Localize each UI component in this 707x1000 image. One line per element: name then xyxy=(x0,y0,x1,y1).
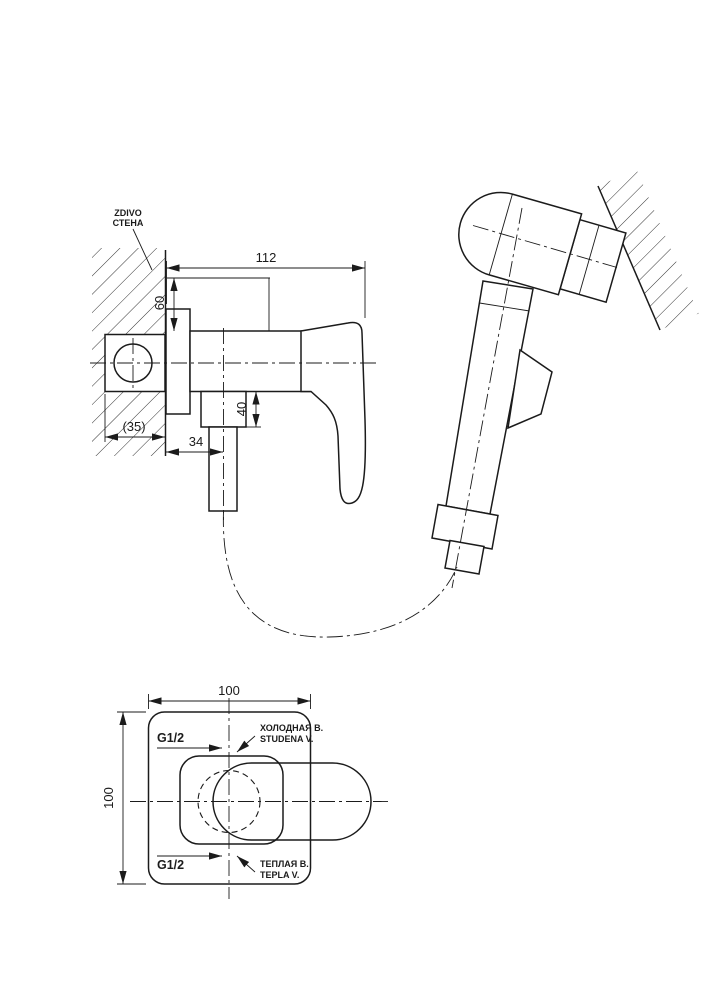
escutcheon-plate xyxy=(165,308,191,415)
dim-34-text: 34 xyxy=(189,434,203,449)
front-plate xyxy=(147,711,312,885)
cold-label-line2: STUDENA V. xyxy=(260,734,313,744)
dim-40-text: 40 xyxy=(234,402,249,416)
shower-axis-centerline xyxy=(451,207,523,589)
right-wall-face-line xyxy=(597,185,661,331)
shower-hose-centerline xyxy=(223,510,458,638)
wall-label: ZDIVO СТЕНА xyxy=(113,208,153,271)
dimension-outlet-height: 40 xyxy=(234,391,261,428)
dim-112-text: 112 xyxy=(256,250,277,265)
right-wall-hatch xyxy=(597,169,699,331)
hot-water-label: ТЕПЛАЯ В. TEPLA V. xyxy=(236,855,309,880)
front-mixer-body xyxy=(179,755,284,845)
dim-100-height-text: 100 xyxy=(101,787,116,809)
shower-trigger xyxy=(507,348,553,430)
shower-head-centerline xyxy=(472,225,618,268)
dimension-plate-width: 100 xyxy=(148,683,311,709)
dim-60-text: 60 xyxy=(152,296,167,310)
thread-top-text: G1/2 xyxy=(157,731,184,745)
thread-label-top: G1/2 xyxy=(157,731,222,752)
front-view xyxy=(130,698,388,899)
dimension-wall-thickness: (35) xyxy=(104,394,165,442)
shower-head xyxy=(458,191,583,296)
mixer-body xyxy=(189,330,312,393)
dimension-outlet-offset: 34 xyxy=(166,434,223,456)
cold-water-label: ХОЛОДНАЯ В. STUDENA V. xyxy=(236,723,323,753)
dim-100-width-text: 100 xyxy=(218,683,240,698)
shower-tail xyxy=(444,539,485,575)
dim-35-text: (35) xyxy=(122,419,145,434)
cold-label-line1: ХОЛОДНАЯ В. xyxy=(260,723,323,733)
mixer-handle xyxy=(300,321,367,505)
wall-label-leader xyxy=(132,228,153,271)
thread-bottom-text: G1/2 xyxy=(157,858,184,872)
dimension-plate-height: 100 xyxy=(101,711,146,885)
dimension-overall-length: 112 xyxy=(166,250,366,318)
thread-label-bottom: G1/2 xyxy=(157,852,222,872)
wall-label-line1: ZDIVO xyxy=(114,208,142,218)
dimension-escutcheon-height: 60 xyxy=(152,277,270,331)
hot-label-line2: TEPLA V. xyxy=(260,870,299,880)
wall-label-line2: СТЕНА xyxy=(113,218,144,228)
outlet-pipe xyxy=(208,426,238,512)
hot-label-line1: ТЕПЛАЯ В. xyxy=(260,859,309,869)
shower-nut xyxy=(431,503,499,550)
